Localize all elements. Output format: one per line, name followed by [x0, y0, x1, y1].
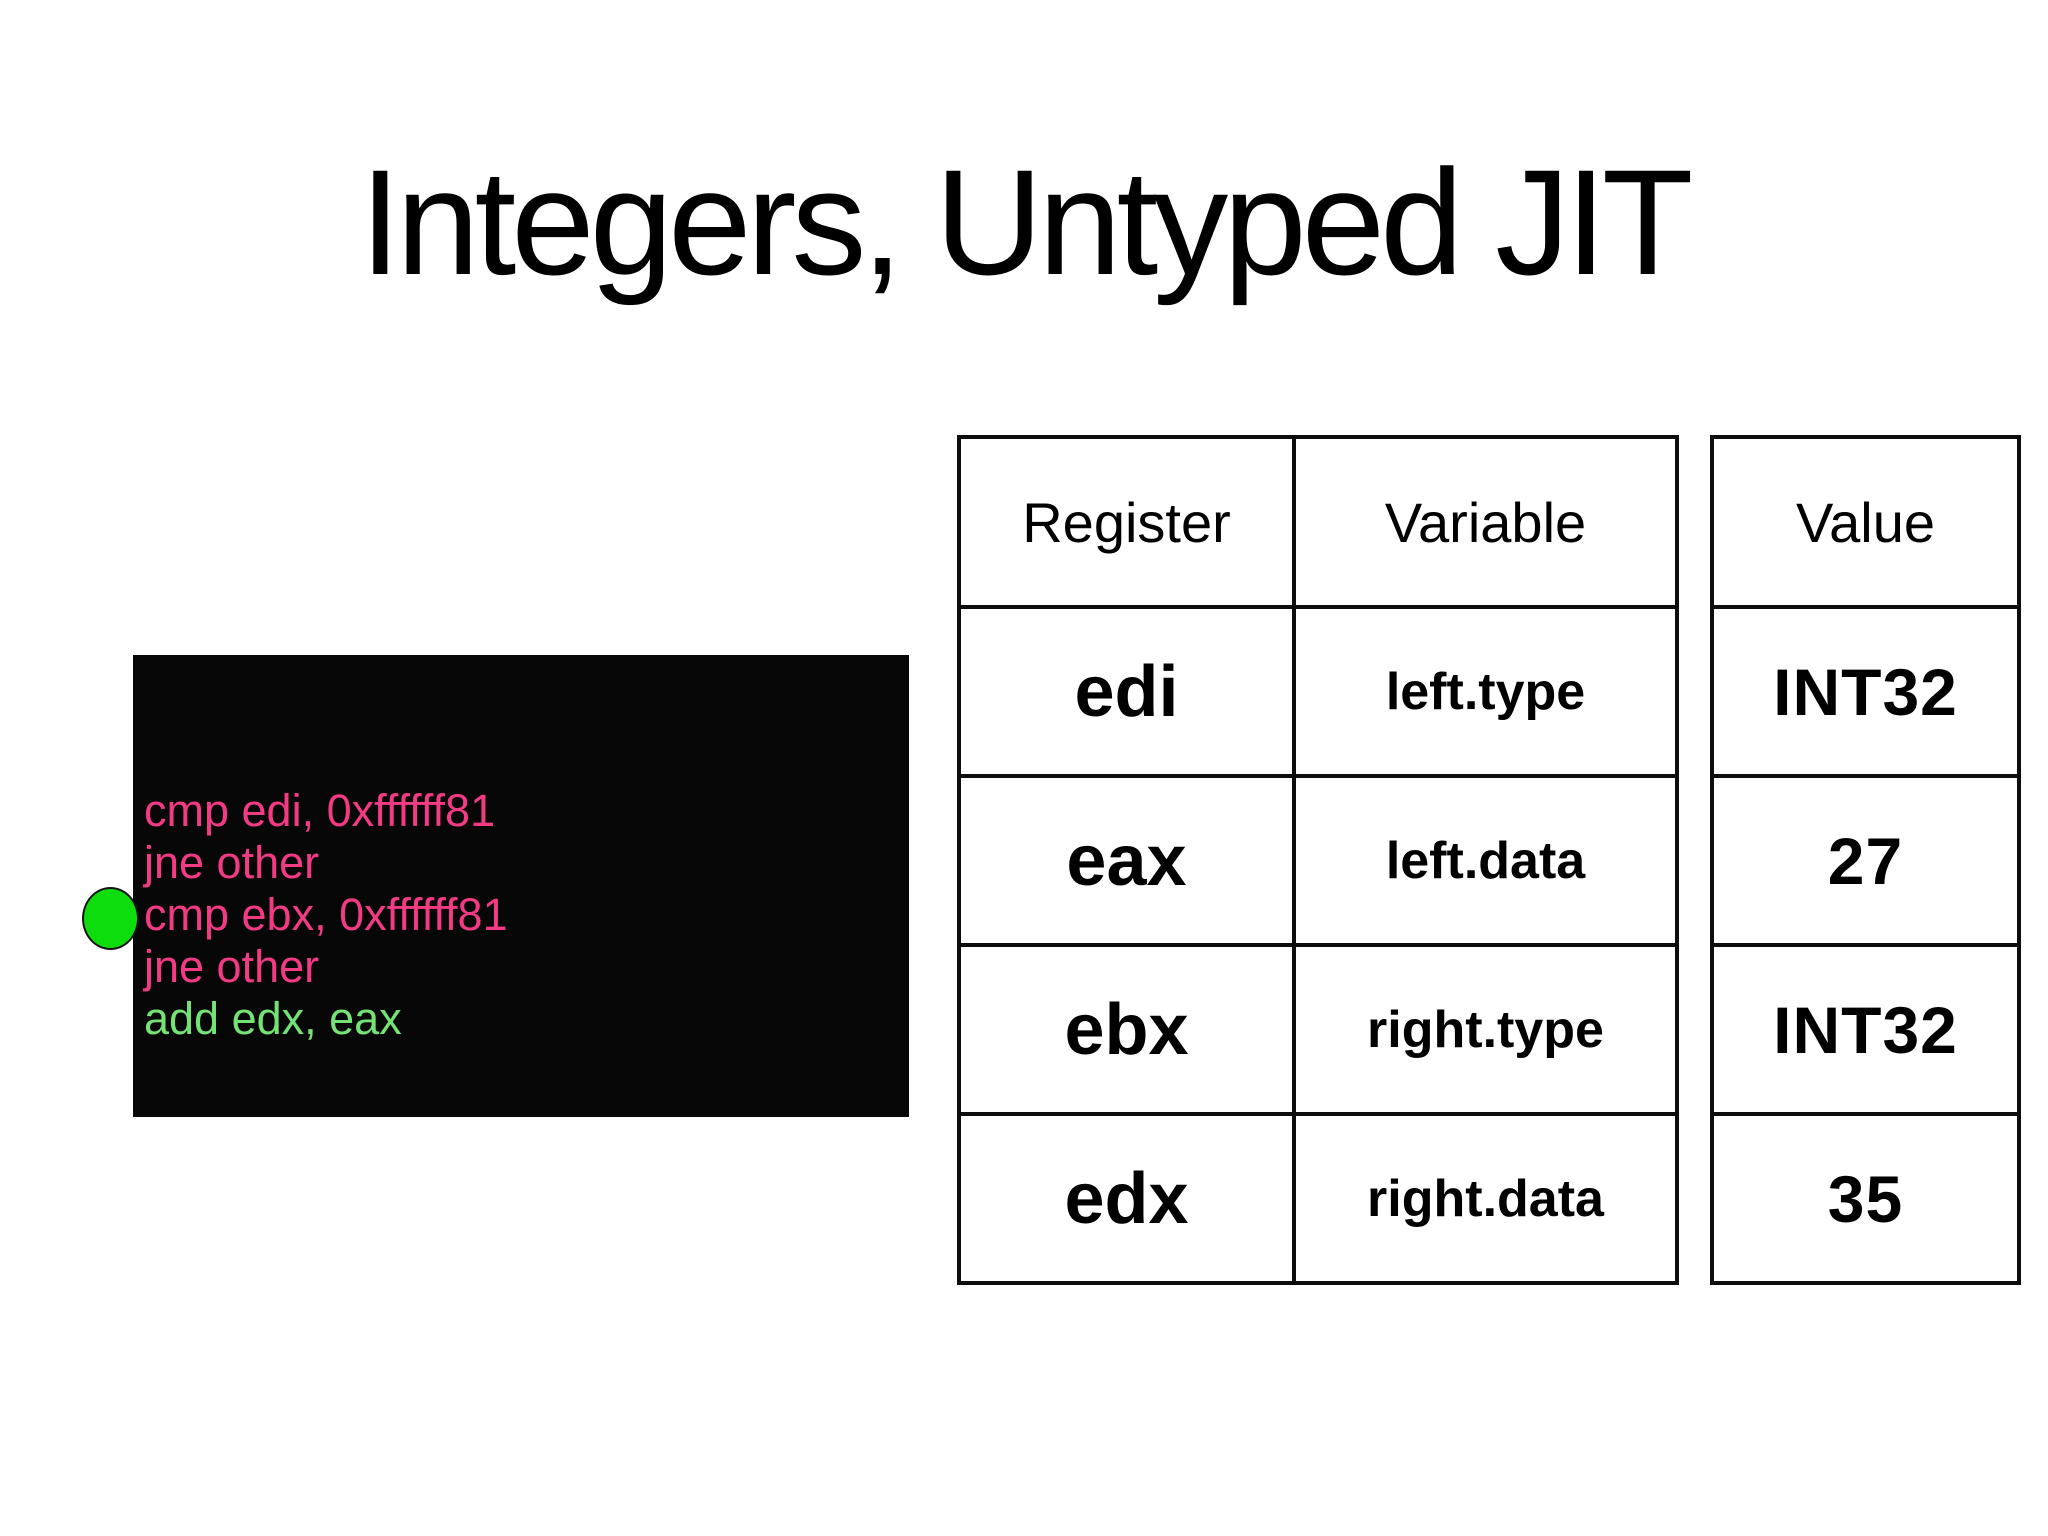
table-row: INT32: [1710, 943, 2021, 1116]
register-cell: eax: [957, 774, 1296, 947]
register-table-header: Register Variable: [957, 435, 1679, 609]
code-line: jne other: [144, 837, 320, 888]
variable-cell: left.data: [1292, 774, 1679, 947]
value-cell: INT32: [1710, 943, 2021, 1116]
slide-title: Integers, Untyped JIT: [359, 138, 1693, 306]
code-line: add edx, eax: [144, 993, 402, 1044]
register-cell: edx: [957, 1112, 1296, 1285]
header-row: Register Variable: [957, 435, 1679, 609]
variable-cell: right.type: [1292, 943, 1679, 1116]
header-row: Value: [1710, 435, 2021, 609]
code-line: cmp edi, 0xffffff81: [144, 785, 496, 836]
table-row: 27: [1710, 774, 2021, 947]
variable-column-header: Variable: [1292, 435, 1679, 609]
value-cell: 35: [1710, 1112, 2021, 1285]
value-table-header: Value: [1710, 435, 2021, 609]
variable-cell: left.type: [1292, 605, 1679, 778]
register-cell: ebx: [957, 943, 1296, 1116]
table-row: 35: [1710, 1112, 2021, 1285]
value-cell: 27: [1710, 774, 2021, 947]
table-row: INT32: [1710, 605, 2021, 778]
register-cell: edi: [957, 605, 1296, 778]
register-column-header: Register: [957, 435, 1296, 609]
variable-cell: right.data: [1292, 1112, 1679, 1285]
current-instruction-marker: [82, 887, 139, 950]
value-column-header: Value: [1710, 435, 2021, 609]
code-line: jne other: [144, 941, 320, 992]
code-line: cmp ebx, 0xffffff81: [144, 889, 508, 940]
value-cell: INT32: [1710, 605, 2021, 778]
